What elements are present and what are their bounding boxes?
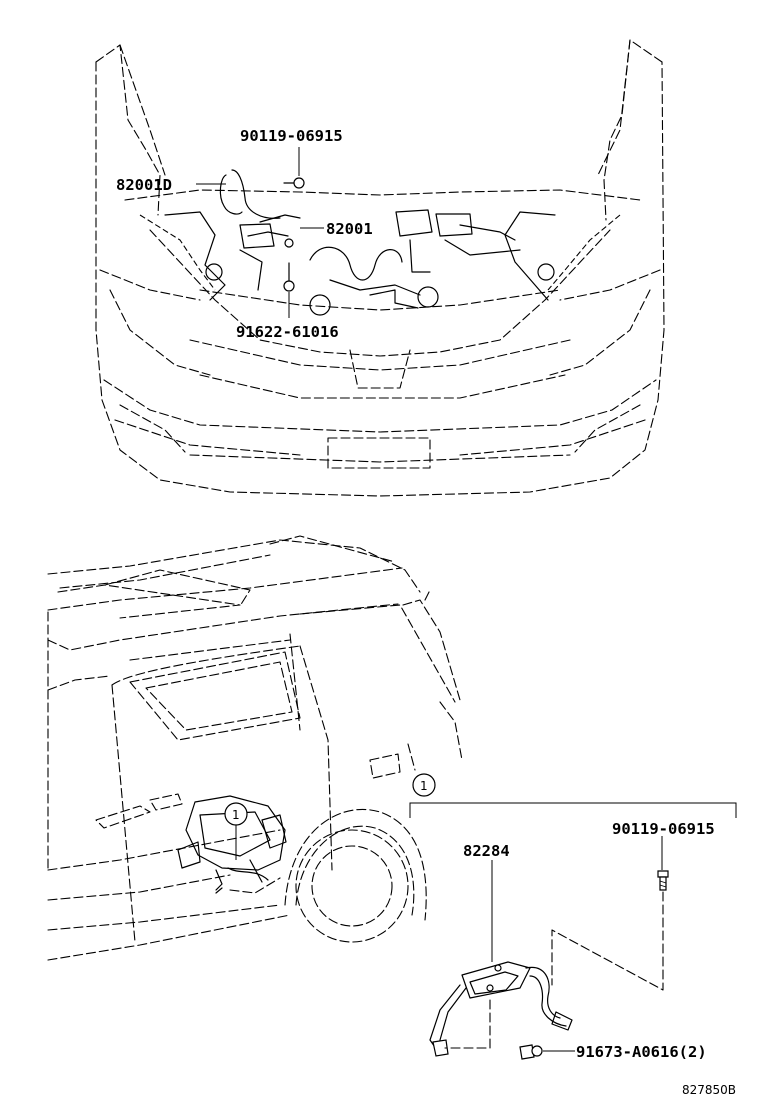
part-label-91673-A0616: 91673-A0616(2) (576, 1043, 707, 1061)
part-label-82284: 82284 (463, 842, 510, 860)
part-label-82001: 82001 (326, 220, 373, 238)
bolt-90119-06915-bottom (657, 870, 669, 891)
bolt-91673-A0616 (519, 1044, 543, 1060)
callout-ref-detail: 1 (412, 773, 436, 797)
diagram-code: 827850B (682, 1083, 736, 1097)
part-label-90119-06915-bottom: 90119-06915 (612, 820, 715, 838)
part-label-82001D: 82001D (116, 176, 172, 194)
detail-leaders (444, 836, 664, 1052)
callout-ref-door: 1 (224, 802, 248, 860)
side-view-illustration (47, 535, 463, 961)
part-label-91622-61016: 91622-61016 (236, 323, 339, 341)
front-view-illustration (95, 39, 665, 497)
callout-ref-door-number: 1 (232, 808, 240, 822)
detail-bracket (409, 802, 737, 818)
front-view-leaders (196, 147, 324, 318)
part-label-90119-06915-top: 90119-06915 (240, 127, 343, 145)
callout-ref-detail-number: 1 (420, 779, 428, 793)
detail-harness-82284 (429, 961, 573, 1057)
